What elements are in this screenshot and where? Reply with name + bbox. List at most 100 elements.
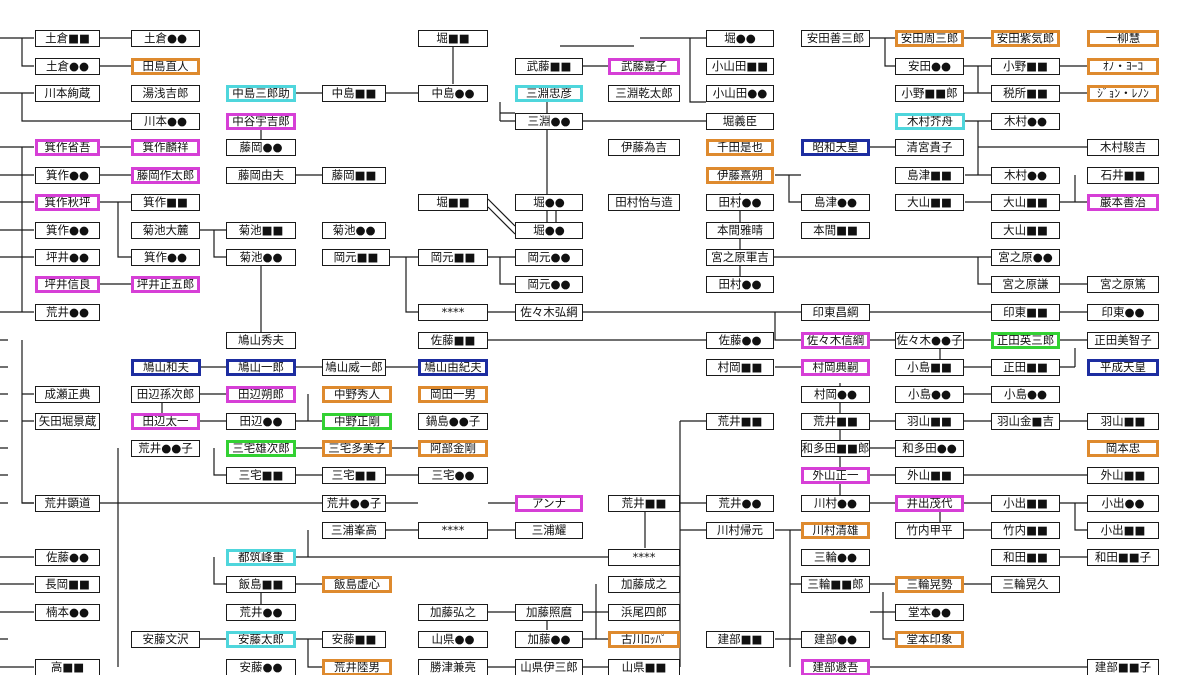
person-node: 千田是也 bbox=[706, 139, 774, 156]
person-node: 山県伊三郎 bbox=[515, 659, 583, 675]
person-node: 勝津兼亮 bbox=[418, 659, 488, 675]
person-node: 安田紫気郎 bbox=[991, 30, 1060, 47]
person-node: 田島直人 bbox=[131, 58, 200, 75]
person-node: 鳩山一郎 bbox=[226, 359, 296, 376]
person-node: 阿部金剛 bbox=[418, 440, 488, 457]
person-node: 加藤成之 bbox=[608, 576, 680, 593]
person-node: 井出茂代 bbox=[895, 495, 964, 512]
person-node: 小島■■ bbox=[895, 359, 964, 376]
person-node: 箕作●● bbox=[35, 222, 100, 239]
person-node: 三浦峯高 bbox=[322, 522, 386, 539]
person-node: 箕作●● bbox=[131, 249, 200, 266]
person-node: 羽山■■ bbox=[1087, 413, 1159, 430]
person-node: 伊藤熹朔 bbox=[706, 167, 774, 184]
person-node: 建部●● bbox=[801, 631, 870, 648]
person-node: 小野■■ bbox=[991, 58, 1060, 75]
person-node: 正田■■ bbox=[991, 359, 1060, 376]
person-node: ｵﾉ・ﾖｰｺ bbox=[1087, 58, 1159, 75]
person-node: 鳩山由紀夫 bbox=[418, 359, 488, 376]
person-node: 大山■■ bbox=[991, 194, 1060, 211]
person-node: 田村●● bbox=[706, 194, 774, 211]
person-node: 堂本●● bbox=[895, 604, 964, 621]
person-node: 矢田堀景蔵 bbox=[35, 413, 100, 430]
person-node: 木村駿吉 bbox=[1087, 139, 1159, 156]
person-node: 土倉●● bbox=[35, 58, 100, 75]
person-node: 武藤嘉子 bbox=[608, 58, 680, 75]
person-node: 三宅■■ bbox=[226, 467, 296, 484]
person-node: 高■■ bbox=[35, 659, 100, 675]
person-node: 本間雅晴 bbox=[706, 222, 774, 239]
person-node: 三輪■■郎 bbox=[801, 576, 870, 593]
person-node: **** bbox=[608, 549, 680, 566]
person-node: 正田美智子 bbox=[1087, 332, 1159, 349]
person-node: 土倉●● bbox=[131, 30, 200, 47]
person-node: 山県●● bbox=[418, 631, 488, 648]
person-node: 中野正剛 bbox=[322, 413, 392, 430]
person-node: 岡田一男 bbox=[418, 386, 488, 403]
person-node: 佐藤■■ bbox=[418, 332, 488, 349]
person-node: 菊池●● bbox=[322, 222, 386, 239]
person-node: 加藤照麿 bbox=[515, 604, 583, 621]
person-node: 川本●● bbox=[131, 113, 200, 130]
person-node: 宮之原●● bbox=[991, 249, 1060, 266]
person-node: 外山■■ bbox=[1087, 467, 1159, 484]
person-node: 木村●● bbox=[991, 113, 1060, 130]
person-node: 加藤弘之 bbox=[418, 604, 488, 621]
person-node: 村岡典嗣 bbox=[801, 359, 870, 376]
person-node: アンナ bbox=[515, 495, 583, 512]
person-node: 佐藤●● bbox=[35, 549, 100, 566]
person-node: 荒井■■ bbox=[801, 413, 870, 430]
person-node: 田村●● bbox=[706, 276, 774, 293]
person-node: 長岡■■ bbox=[35, 576, 100, 593]
person-node: 外山■■ bbox=[895, 467, 964, 484]
person-node: 堂本印象 bbox=[895, 631, 964, 648]
person-node: 山県■■ bbox=[608, 659, 680, 675]
person-node: 木村芥舟 bbox=[895, 113, 965, 130]
person-node: 安田善三郎 bbox=[801, 30, 870, 47]
person-node: 堀義臣 bbox=[706, 113, 774, 130]
person-node: 三浦耀 bbox=[515, 522, 583, 539]
person-node: 本間■■ bbox=[801, 222, 870, 239]
person-node: 武藤■■ bbox=[515, 58, 583, 75]
person-node: 佐々木信綱 bbox=[801, 332, 870, 349]
person-node: 安藤文沢 bbox=[131, 631, 200, 648]
person-node: 成瀬正典 bbox=[35, 386, 100, 403]
person-node: 鍋島●●子 bbox=[418, 413, 488, 430]
person-node: 安田周三郎 bbox=[895, 30, 964, 47]
person-node: 中島●● bbox=[418, 85, 488, 102]
person-node: 鳩山和夫 bbox=[131, 359, 201, 376]
person-node: 藤岡●● bbox=[226, 139, 296, 156]
person-node: 三宅多美子 bbox=[322, 440, 392, 457]
person-node: 建部■■ bbox=[706, 631, 774, 648]
person-node: 印東■■ bbox=[991, 304, 1060, 321]
person-node: 石井■■ bbox=[1087, 167, 1159, 184]
person-node: 坪井信良 bbox=[35, 276, 100, 293]
person-node: 三輪晃久 bbox=[991, 576, 1060, 593]
person-node: 堀■■ bbox=[418, 194, 488, 211]
person-node: 川村帰元 bbox=[706, 522, 774, 539]
person-node: 古川ﾛｯﾊﾟ bbox=[608, 631, 680, 648]
person-node: 三淵忠彦 bbox=[515, 85, 583, 102]
person-node: 宮之原軍吉 bbox=[706, 249, 774, 266]
person-node: 岡本忠 bbox=[1087, 440, 1159, 457]
person-node: 荒井●●子 bbox=[131, 440, 200, 457]
person-node: 三輪●● bbox=[801, 549, 870, 566]
person-node: 大山■■ bbox=[895, 194, 964, 211]
person-node: 平成天皇 bbox=[1087, 359, 1159, 376]
person-node: 宮之原篤 bbox=[1087, 276, 1159, 293]
person-node: 荒井顕道 bbox=[35, 495, 100, 512]
person-node: 中島三郎助 bbox=[226, 85, 296, 102]
person-node: 岡元●● bbox=[515, 276, 583, 293]
person-node: 川村●● bbox=[801, 495, 870, 512]
person-node: 和多田■■郎 bbox=[801, 440, 870, 457]
person-node: 羽山■■ bbox=[895, 413, 964, 430]
person-node: 荒井■■ bbox=[706, 413, 774, 430]
person-node: 中島■■ bbox=[322, 85, 386, 102]
person-node: 三輪晃勢 bbox=[895, 576, 964, 593]
person-node: 印東●● bbox=[1087, 304, 1159, 321]
person-node: 村岡●● bbox=[801, 386, 870, 403]
person-node: 藤岡作太郎 bbox=[131, 167, 200, 184]
person-node: 田辺朔郎 bbox=[226, 386, 296, 403]
person-node: 坪井正五郎 bbox=[131, 276, 200, 293]
